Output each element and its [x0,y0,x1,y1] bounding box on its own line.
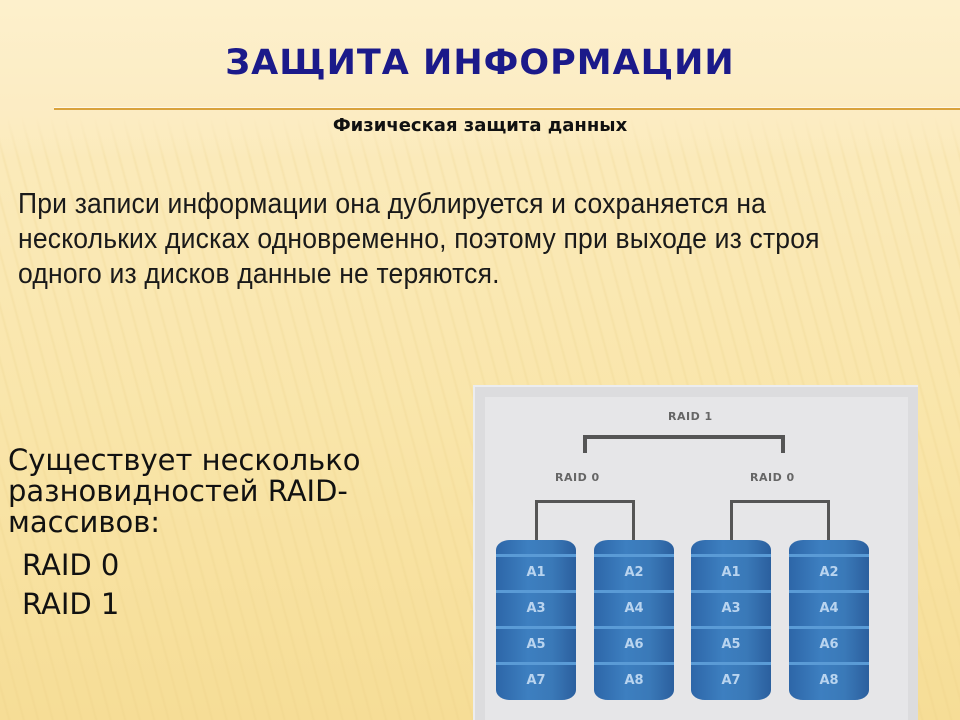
raid-list: RAID 0 RAID 1 [8,546,428,624]
raid0-label-right: RAID 0 [750,471,795,484]
connector-line [827,500,830,548]
disk-block: A8 [789,662,869,695]
disk-block: A6 [789,626,869,659]
raid1-connector [583,435,785,439]
disk-block: A6 [594,626,674,659]
disk-block: A4 [789,590,869,623]
raid1-connector-left [583,435,587,453]
raid0-connector-left [535,500,635,503]
raid-list-item: RAID 1 [22,587,120,621]
raid1-connector-right [781,435,785,453]
disk-block: A1 [691,554,771,587]
connector-line [632,500,635,548]
raid0-label-left: RAID 0 [555,471,600,484]
slide-title: ЗАЩИТА ИНФОРМАЦИИ [225,43,735,83]
connector-line [730,500,733,548]
disk-block: A2 [594,554,674,587]
disk-block: A7 [496,662,576,695]
disk-block: A1 [496,554,576,587]
diagram-canvas: RAID 1 RAID 0 RAID 0 A1 A3 A5 A7 A2 A4 A… [485,397,908,720]
disk-block: A4 [594,590,674,623]
disk-cylinder: A2 A4 A6 A8 [594,540,674,700]
raid-intro: Существует несколько разновидностей RAID… [8,443,361,539]
title-rule [54,108,960,110]
disk-cylinder: A1 A3 A5 A7 [496,540,576,700]
disk-block: A3 [691,590,771,623]
body-paragraph: При записи информации она дублируется и … [18,188,820,290]
disk-block: A3 [496,590,576,623]
raid1-label: RAID 1 [668,410,713,423]
disk-block: A7 [691,662,771,695]
raid0-connector-right [730,500,830,503]
slide-subtitle: Физическая защита данных [332,115,628,136]
disk-cylinder: A1 A3 A5 A7 [691,540,771,700]
disk-block: A8 [594,662,674,695]
raid-list-item: RAID 0 [22,548,120,582]
raid-types-text: Существует несколько разновидностей RAID… [8,445,428,624]
disk-cylinder: A2 A4 A6 A8 [789,540,869,700]
connector-line [535,500,538,548]
disk-block: A2 [789,554,869,587]
disk-block: A5 [496,626,576,659]
raid-diagram-image: RAID 1 RAID 0 RAID 0 A1 A3 A5 A7 A2 A4 A… [473,385,918,720]
disk-block: A5 [691,626,771,659]
